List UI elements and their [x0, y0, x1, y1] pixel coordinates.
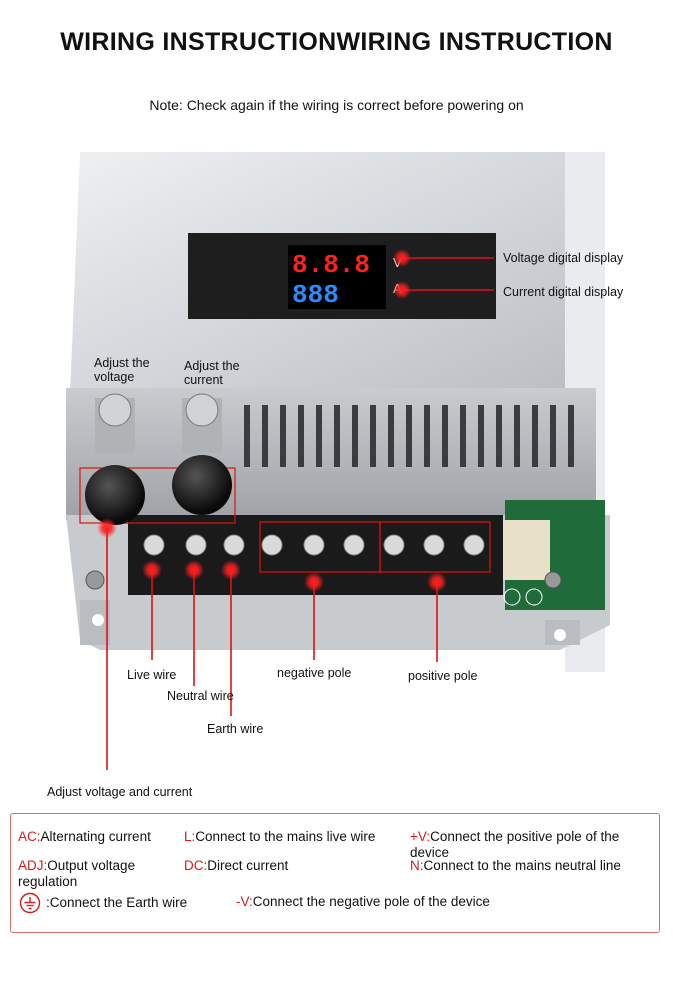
live-wire-label: Live wire: [127, 668, 177, 682]
current-display-label: Current digital display: [503, 285, 624, 299]
legend-dc-text: Direct current: [207, 858, 289, 873]
legend-pv-text: Connect the positive pole of the device: [410, 829, 620, 860]
legend-l-key: L:: [184, 829, 196, 844]
callout-dots: [97, 249, 447, 592]
earth-ground-icon: [19, 892, 41, 914]
legend-n: N:Connect to the mains neutral line: [410, 858, 621, 874]
terminal-screws: [143, 534, 485, 556]
adjust-voltage-current-label: Adjust voltage and current: [47, 785, 193, 799]
legend-l: L:Connect to the mains live wire: [184, 829, 375, 845]
legend-earth: :Connect the Earth wire: [46, 895, 188, 910]
legend-adj-key: ADJ:: [18, 858, 48, 873]
legend-dc: DC:Direct current: [184, 858, 288, 874]
legend-adj-text: Output voltage regulation: [18, 858, 136, 889]
voltage-knob: [85, 393, 145, 525]
legend-n-text: Connect to the mains neutral line: [423, 858, 621, 873]
callout-lines: [106, 257, 494, 770]
legend-nv: -V:Connect the negative pole of the devi…: [236, 894, 490, 910]
current-knob: [172, 393, 232, 515]
page-title: WIRING INSTRUCTIONWIRING INSTRUCTION: [60, 28, 613, 56]
voltage-display-label: Voltage digital display: [503, 251, 624, 265]
legend-nv-key: -V:: [236, 894, 253, 909]
adjust-voltage-label: Adjust the voltage: [94, 356, 150, 384]
voltage-display-digits: 8.8.8: [292, 250, 370, 280]
legend-pv-key: +V:: [410, 829, 431, 844]
legend-l-text: Connect to the mains live wire: [195, 829, 376, 844]
legend-n-key: N:: [410, 858, 424, 873]
wiring-note: Note: Check again if the wiring is corre…: [149, 97, 524, 113]
positive-pole-label: positive pole: [408, 669, 478, 683]
earth-wire-label: Earth wire: [207, 722, 264, 736]
legend-ac: AC:Alternating current: [18, 829, 151, 845]
neutral-wire-label: Neutral wire: [167, 689, 234, 703]
front-panel: [66, 388, 596, 520]
legend-pv: +V:Connect the positive pole of the devi…: [410, 829, 655, 861]
legend-ac-key: AC:: [18, 829, 41, 844]
current-display-digits: 888: [292, 280, 339, 310]
legend-nv-text: Connect the negative pole of the device: [252, 894, 490, 909]
legend-box: [10, 813, 660, 933]
vent-slots: [244, 405, 574, 467]
negative-pole-label: negative pole: [277, 666, 352, 680]
legend-dc-key: DC:: [184, 858, 208, 873]
legend-adj: ADJ:Output voltage regulation: [18, 858, 168, 890]
legend-ac-text: Alternating current: [40, 829, 151, 844]
adjust-current-label: Adjust the current: [184, 359, 240, 387]
